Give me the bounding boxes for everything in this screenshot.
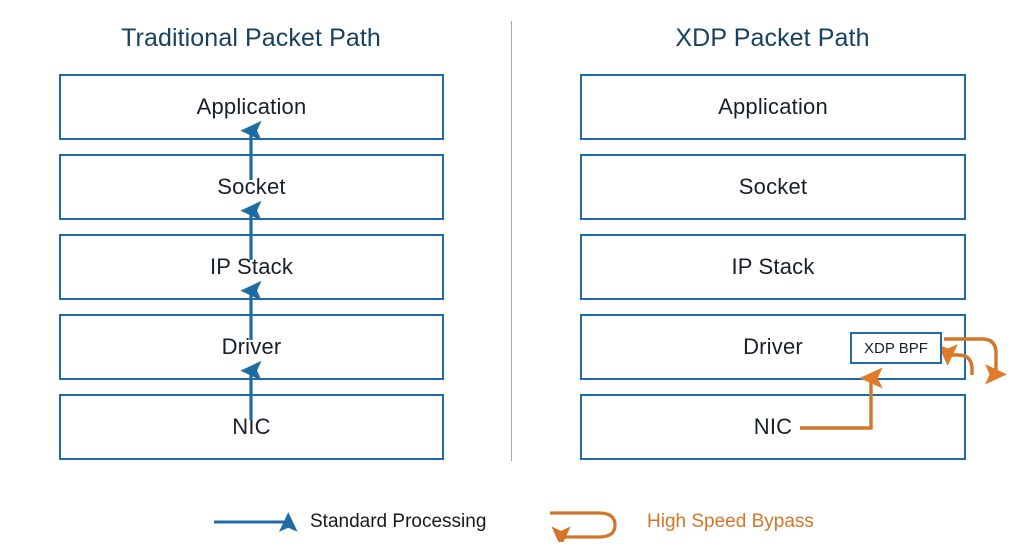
layer-box-nic-traditional[interactable]: NIC — [59, 394, 444, 460]
layer-box-socket-xdp[interactable]: Socket — [580, 154, 966, 220]
layer-label: Application — [718, 94, 828, 119]
legend-label-standard-processing: Standard Processing — [310, 511, 487, 532]
layer-label: Application — [196, 94, 307, 119]
layer-box-nic-xdp[interactable]: NIC — [580, 394, 966, 460]
column-divider — [511, 21, 513, 461]
traditional-column-title: Traditional Packet Path — [121, 24, 381, 52]
layer-label: IP Stack — [209, 254, 294, 279]
legend-item-standard-processing: Standard Processing — [208, 502, 486, 542]
layer-label: IP Stack — [731, 254, 815, 279]
layer-box-socket-traditional[interactable]: Socket — [59, 154, 444, 220]
layer-label: NIC — [753, 414, 793, 439]
xdp-bpf-label: XDP BPF — [864, 339, 928, 357]
straight-arrow-icon — [208, 502, 304, 542]
layer-label: Socket — [217, 174, 286, 199]
xdp-column-title: XDP Packet Path — [675, 24, 870, 52]
layer-box-ip-stack-xdp[interactable]: IP Stack — [580, 234, 966, 300]
layer-box-driver-traditional[interactable]: Driver — [59, 314, 444, 380]
layer-label: Socket — [738, 174, 808, 199]
layer-label: NIC — [232, 414, 271, 439]
layer-label: Driver — [221, 334, 282, 359]
layer-box-application-traditional[interactable]: Application — [59, 74, 444, 140]
layer-label: Driver — [743, 334, 803, 359]
layer-box-application-xdp[interactable]: Application — [580, 74, 966, 140]
layer-box-ip-stack-traditional[interactable]: IP Stack — [59, 234, 444, 300]
xdp-bpf-box[interactable]: XDP BPF — [850, 332, 942, 364]
legend-item-high-speed-bypass: High Speed Bypass — [545, 502, 814, 548]
u-turn-arrow-icon — [545, 502, 641, 548]
legend-label-high-speed-bypass: High Speed Bypass — [647, 511, 814, 532]
